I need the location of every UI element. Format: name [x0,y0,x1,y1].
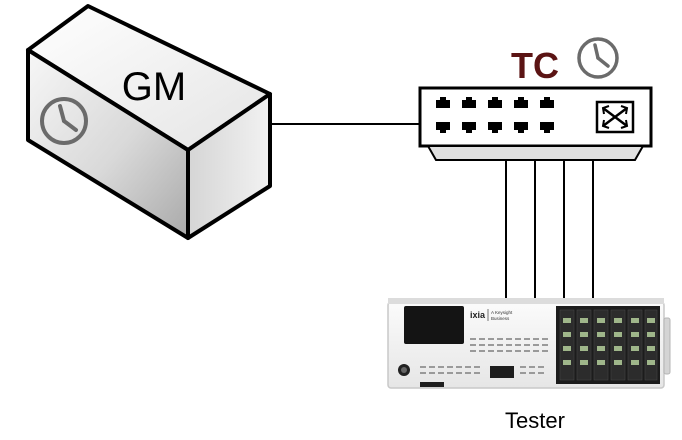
tester-vent-grid [420,338,548,374]
switch-port [462,122,476,133]
gm-node: GM [26,4,272,240]
tester-brand-sub-1: A Keysight [491,310,513,315]
clock-icon [577,37,619,79]
switch-port [462,97,476,108]
clock-icon [40,97,88,145]
switch-crossed-arrows-icon [595,100,635,134]
switch-port [514,97,528,108]
gm-label: GM [122,65,186,109]
tester-module-ports [563,318,655,365]
tester-side-handle [663,317,671,375]
tc-label: TC [511,45,559,86]
switch-port [540,97,554,108]
tester-top-edge [388,298,664,304]
tc-node: TC [418,37,653,161]
tester-brand-sub-2: Business [491,316,510,321]
tester-node: ixia A Keysight Business [387,298,671,433]
switch-ports [436,97,554,133]
switch-base [426,145,645,161]
tester-label: Tester [505,408,565,433]
switch-port [436,97,450,108]
switch-port [488,97,502,108]
tester-power-button-ring [401,367,407,373]
switch-port [514,122,528,133]
links [270,123,594,302]
gm-box-side [186,92,272,240]
tester-front-slot [420,382,444,387]
switch-port [488,122,502,133]
tester-usb-port [490,366,514,378]
tester-brand: ixia [470,310,486,320]
switch-port [540,122,554,133]
tester-display [404,306,464,344]
switch-port [436,122,450,133]
